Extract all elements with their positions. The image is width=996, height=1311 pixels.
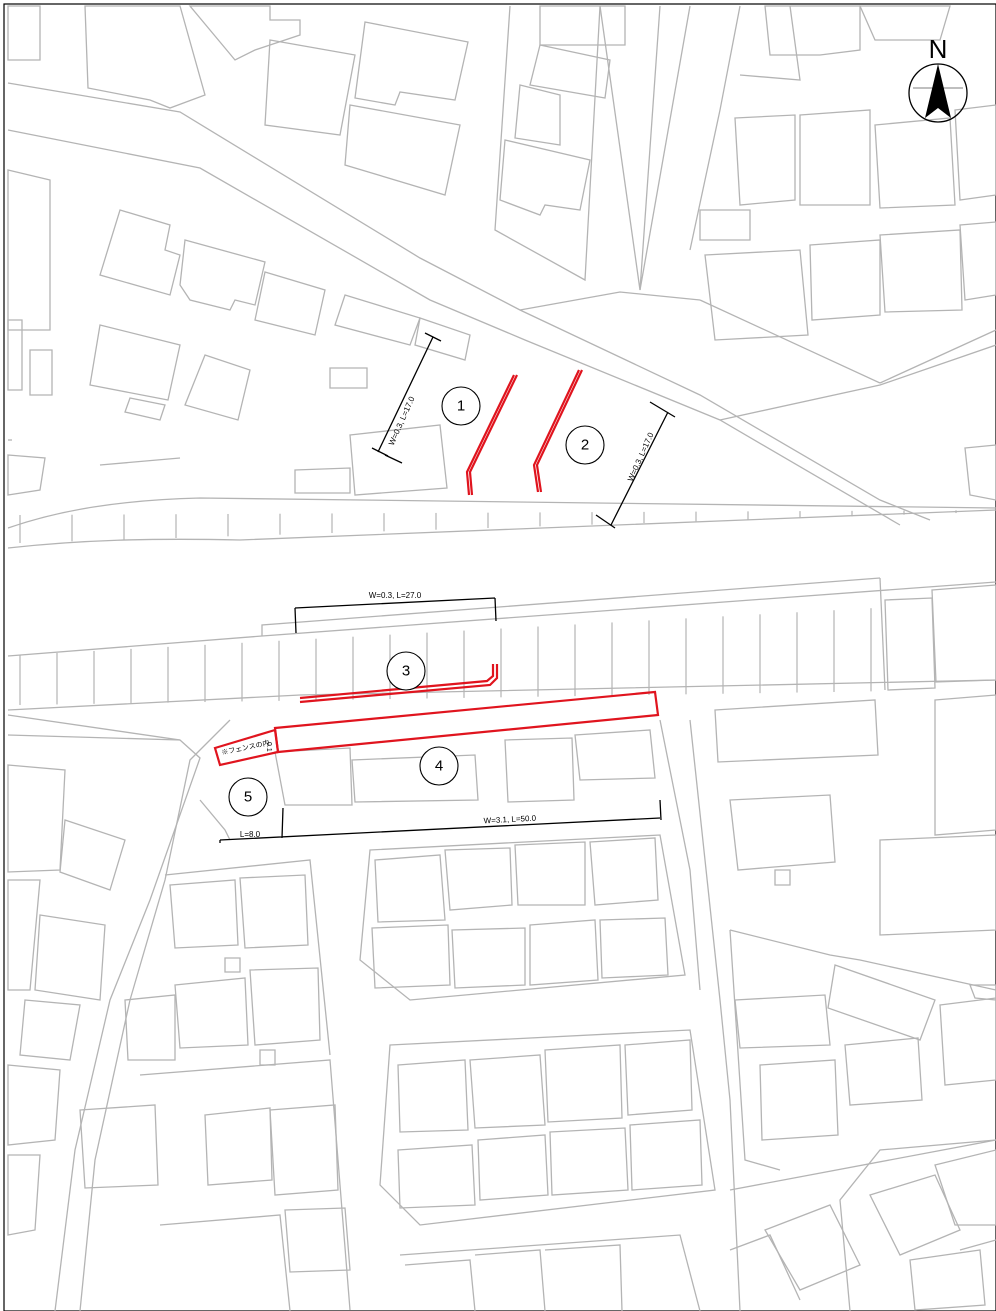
- site-marker-2[interactable]: 2: [565, 425, 605, 465]
- construction-line-2: [535, 369, 583, 493]
- dim-label-site4: W=3.1, L=50.0: [483, 814, 536, 826]
- buildings: [7, 5, 996, 1311]
- site-number-4: 4: [435, 758, 443, 775]
- site-number-1: 1: [457, 398, 465, 415]
- sidewalk-ticks: [19, 510, 957, 705]
- compass-needle-left: [925, 64, 938, 118]
- site-marker-5[interactable]: 5: [228, 777, 268, 817]
- site-number-3: 3: [402, 663, 410, 680]
- north-label: N: [929, 34, 948, 64]
- site-marker-4[interactable]: 4: [419, 746, 459, 786]
- north-arrow: N: [908, 34, 968, 123]
- dim-label-site5: L=8.0: [240, 830, 261, 839]
- construction-line-3b: [299, 664, 495, 700]
- construction-lines: [213, 369, 660, 767]
- map-border: [3, 3, 996, 1311]
- construction-area-5: [213, 728, 280, 767]
- site-number-2: 2: [581, 437, 589, 454]
- dimension-lines: [219, 332, 676, 843]
- site-marker-1[interactable]: 1: [441, 386, 481, 426]
- site-markers: 1 2 3 4 5: [228, 386, 605, 817]
- vertical-note: 0.1: [265, 742, 272, 752]
- compass-needle-right: [938, 64, 951, 118]
- construction-line-1: [468, 374, 518, 496]
- site-marker-3[interactable]: 3: [386, 651, 426, 691]
- dim-label-site3: W=0.3, L=27.0: [369, 591, 422, 600]
- construction-line-3: [299, 664, 499, 704]
- construction-line-1b: [465, 374, 515, 496]
- site-number-5: 5: [244, 789, 252, 806]
- roads: [7, 5, 996, 1311]
- construction-line-2b: [532, 369, 580, 493]
